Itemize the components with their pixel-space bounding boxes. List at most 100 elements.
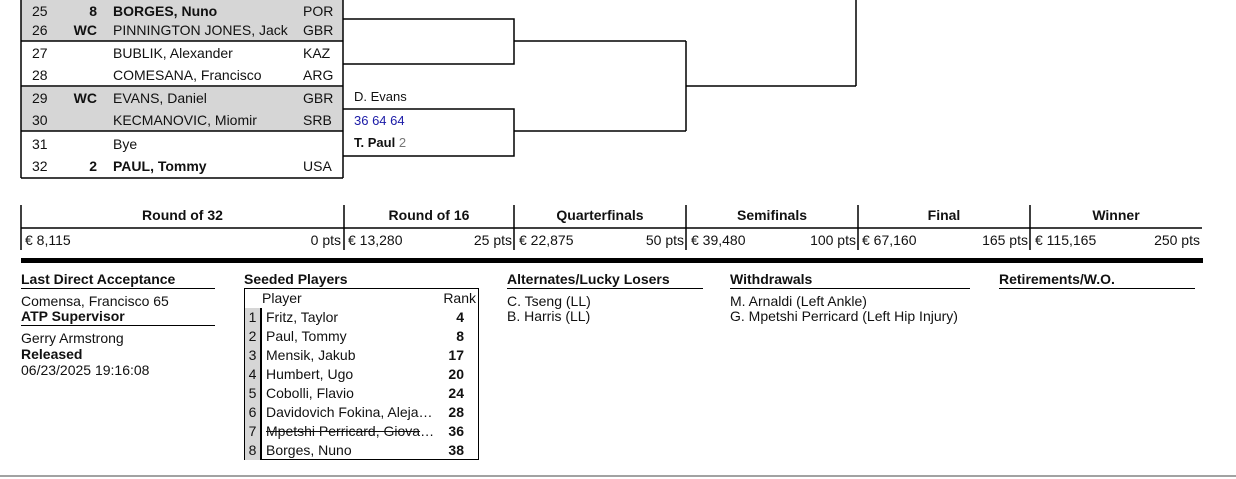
seeded-col-player: Player: [262, 290, 302, 306]
seed-player: Mpetshi Perricard, Giovanni: [266, 423, 436, 439]
r16-score-1: 36 64 64: [354, 113, 405, 128]
draw-row: 30 KECMANOVIC, Miomir SRB: [21, 109, 343, 131]
round-points: 100 pts: [810, 232, 856, 248]
seeded-heading: Seeded Players: [244, 271, 348, 287]
draw-position: 28: [32, 67, 48, 83]
seed-rank: 17: [448, 347, 464, 363]
round-points: 0 pts: [310, 232, 341, 248]
withdrawal-item: M. Arnaldi (Left Ankle): [730, 293, 867, 309]
seed-number: 2: [245, 327, 260, 346]
supervisor-heading: ATP Supervisor: [21, 308, 125, 324]
draw-row: 26 WC PINNINGTON JONES, Jack GBR: [21, 19, 343, 41]
lda-heading: Last Direct Acceptance: [21, 271, 176, 287]
draw-position: 31: [32, 136, 48, 152]
draw-player-name: BORGES, Nuno: [113, 3, 218, 19]
round-label: Semifinals: [736, 207, 808, 223]
draw-player-name: PAUL, Tommy: [113, 158, 207, 174]
seed-rank: 20: [448, 366, 464, 382]
draw-nationality: KAZ: [303, 45, 331, 61]
seed-number: 4: [245, 365, 260, 384]
draw-position: 32: [32, 158, 48, 174]
round-prize: € 13,280: [348, 232, 403, 248]
draw-nationality: GBR: [303, 90, 334, 106]
seeded-players-table: Player Rank 1 Fritz, Taylor 4 2 Paul, To…: [244, 288, 479, 460]
round-points: 50 pts: [645, 232, 684, 248]
seed-rank: 8: [456, 328, 464, 344]
round-label: Round of 32: [142, 207, 223, 223]
draw-player-name: EVANS, Daniel: [113, 90, 207, 106]
round-label: Final: [927, 207, 961, 223]
seed-rank: 24: [448, 385, 464, 401]
alternates-heading: Alternates/Lucky Losers: [507, 271, 670, 287]
seeded-col-rank: Rank: [443, 290, 476, 306]
withdrawal-item: G. Mpetshi Perricard (Left Hip Injury): [730, 308, 958, 324]
seed-rank: 4: [456, 309, 464, 325]
seed-rank: 36: [448, 423, 464, 439]
draw-player-name: PINNINGTON JONES, Jack: [113, 22, 288, 38]
draw-position: 30: [32, 112, 48, 128]
draw-player-name: KECMANOVIC, Miomir: [113, 112, 257, 128]
round-prize: € 115,165: [1035, 232, 1097, 248]
seeded-row: 3 Mensik, Jakub 17: [245, 346, 478, 365]
draw-row: 32 2 PAUL, Tommy USA: [21, 155, 343, 177]
round-points: 165 pts: [982, 232, 1028, 248]
released-label: Released: [21, 346, 83, 362]
r16-winner-2: T. Paul 2: [354, 135, 406, 150]
seeded-row: 2 Paul, Tommy 8: [245, 327, 478, 346]
round-label: Winner: [1092, 207, 1140, 223]
seed-player: Borges, Nuno: [266, 442, 352, 458]
lda-value: Comensa, Francisco 65: [21, 293, 169, 309]
seeded-row: 4 Humbert, Ugo 20: [245, 365, 478, 384]
seed-player: Fritz, Taylor: [266, 309, 339, 325]
seed-player: Mensik, Jakub: [266, 347, 356, 363]
seed-player: Paul, Tommy: [266, 328, 347, 344]
alternate-item: B. Harris (LL): [507, 308, 591, 324]
seeded-row: 8 Borges, Nuno 38: [245, 441, 478, 460]
round-label: Quarterfinals: [556, 207, 644, 223]
alternate-item: C. Tseng (LL): [507, 293, 591, 309]
r16-winner-2-name: T. Paul: [354, 135, 396, 150]
draw-player-name: BUBLIK, Alexander: [113, 45, 233, 61]
seed-number: 7: [245, 422, 260, 441]
seed-player: Cobolli, Flavio: [266, 385, 354, 401]
seed-number: 1: [245, 308, 260, 327]
supervisor-name: Gerry Armstrong: [21, 330, 124, 346]
draw-row: 27 BUBLIK, Alexander KAZ: [21, 42, 343, 64]
draw-position: 27: [32, 45, 48, 61]
draw-nationality: GBR: [303, 22, 334, 38]
alternates-underline: [507, 288, 703, 289]
r16-winner-2-seed: 2: [398, 135, 407, 150]
draw-seed: 2: [89, 158, 97, 174]
seed-player: Humbert, Ugo: [266, 366, 354, 382]
retirements-heading: Retirements/W.O.: [999, 271, 1115, 287]
draw-row: 28 COMESANA, Francisco ARG: [21, 64, 343, 86]
draw-row: 25 8 BORGES, Nuno POR: [21, 0, 343, 22]
seeded-row: 6 Davidovich Fokina, Alejandro 28: [245, 403, 478, 422]
seeded-row: 1 Fritz, Taylor 4: [245, 308, 478, 327]
round-prize: € 39,480: [691, 232, 746, 248]
draw-position: 26: [32, 22, 48, 38]
seed-number: 5: [245, 384, 260, 403]
r16-winner-1: D. Evans: [354, 89, 407, 104]
draw-seed: WC: [73, 22, 97, 38]
seed-player: Davidovich Fokina, Alejandro: [266, 404, 436, 420]
withdrawals-underline: [730, 288, 970, 289]
seed-number: 6: [245, 403, 260, 422]
draw-nationality: USA: [303, 158, 332, 174]
seeded-row: 7 Mpetshi Perricard, Giovanni 36: [245, 422, 478, 441]
draw-nationality: POR: [303, 3, 334, 19]
withdrawals-heading: Withdrawals: [730, 271, 813, 287]
supervisor-underline: [21, 325, 215, 326]
retirements-underline: [999, 288, 1195, 289]
round-prize: € 67,160: [862, 232, 917, 248]
seeded-divider: [260, 308, 262, 459]
released-value: 06/23/2025 19:16:08: [21, 362, 150, 378]
round-prize: € 8,115: [25, 232, 71, 248]
round-points: 250 pts: [1154, 232, 1200, 248]
draw-seed: WC: [73, 90, 97, 106]
round-label: Round of 16: [388, 207, 470, 223]
seeded-row: 5 Cobolli, Flavio 24: [245, 384, 478, 403]
seed-rank: 38: [448, 442, 464, 458]
lda-underline: [21, 288, 215, 289]
